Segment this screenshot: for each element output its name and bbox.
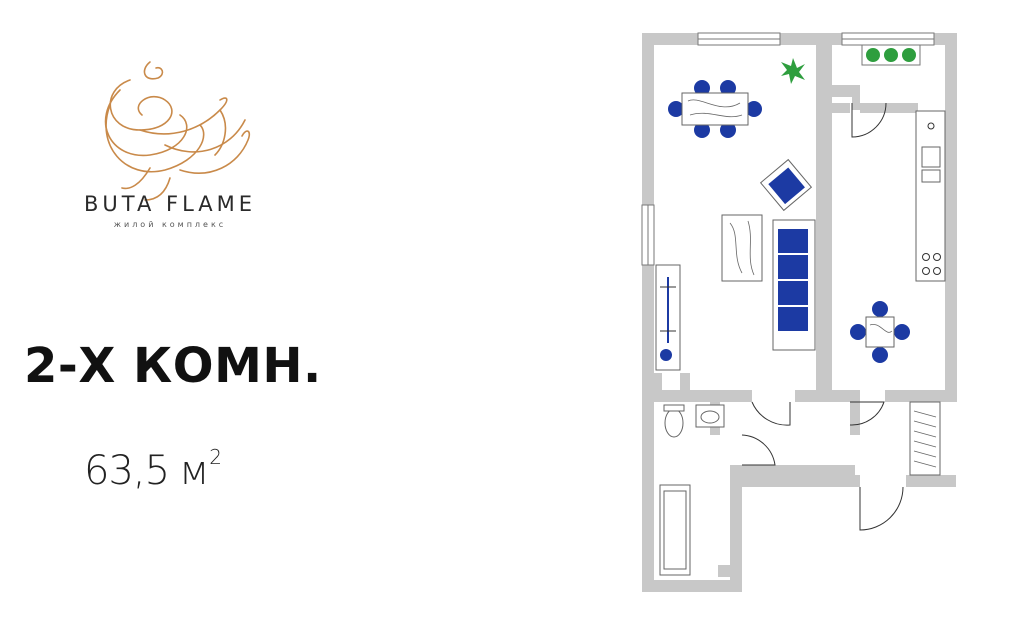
floor-plan [641, 32, 957, 592]
balcony-plants [861, 44, 921, 66]
room-count-title: 2-Х КОМН. [24, 338, 322, 394]
windows [641, 32, 935, 266]
bathroom-fixtures [659, 404, 725, 576]
brand-tagline: жилой комплекс [113, 220, 227, 229]
buta-flame-logo [104, 61, 251, 201]
dining-set [668, 80, 762, 138]
sofa [772, 219, 816, 351]
wardrobe [909, 401, 941, 476]
area-value: 63,5 [84, 448, 170, 494]
kitchen-table [850, 301, 910, 363]
doors [741, 102, 904, 531]
coffee-table [721, 214, 763, 282]
armchair [759, 158, 813, 212]
area-unit: м [179, 448, 210, 494]
plant [781, 58, 805, 84]
tv-unit [655, 264, 681, 371]
kitchen-counter [915, 110, 946, 282]
area-unit-power: 2 [209, 444, 222, 469]
brand-name: BUTA FLAME [83, 192, 257, 216]
